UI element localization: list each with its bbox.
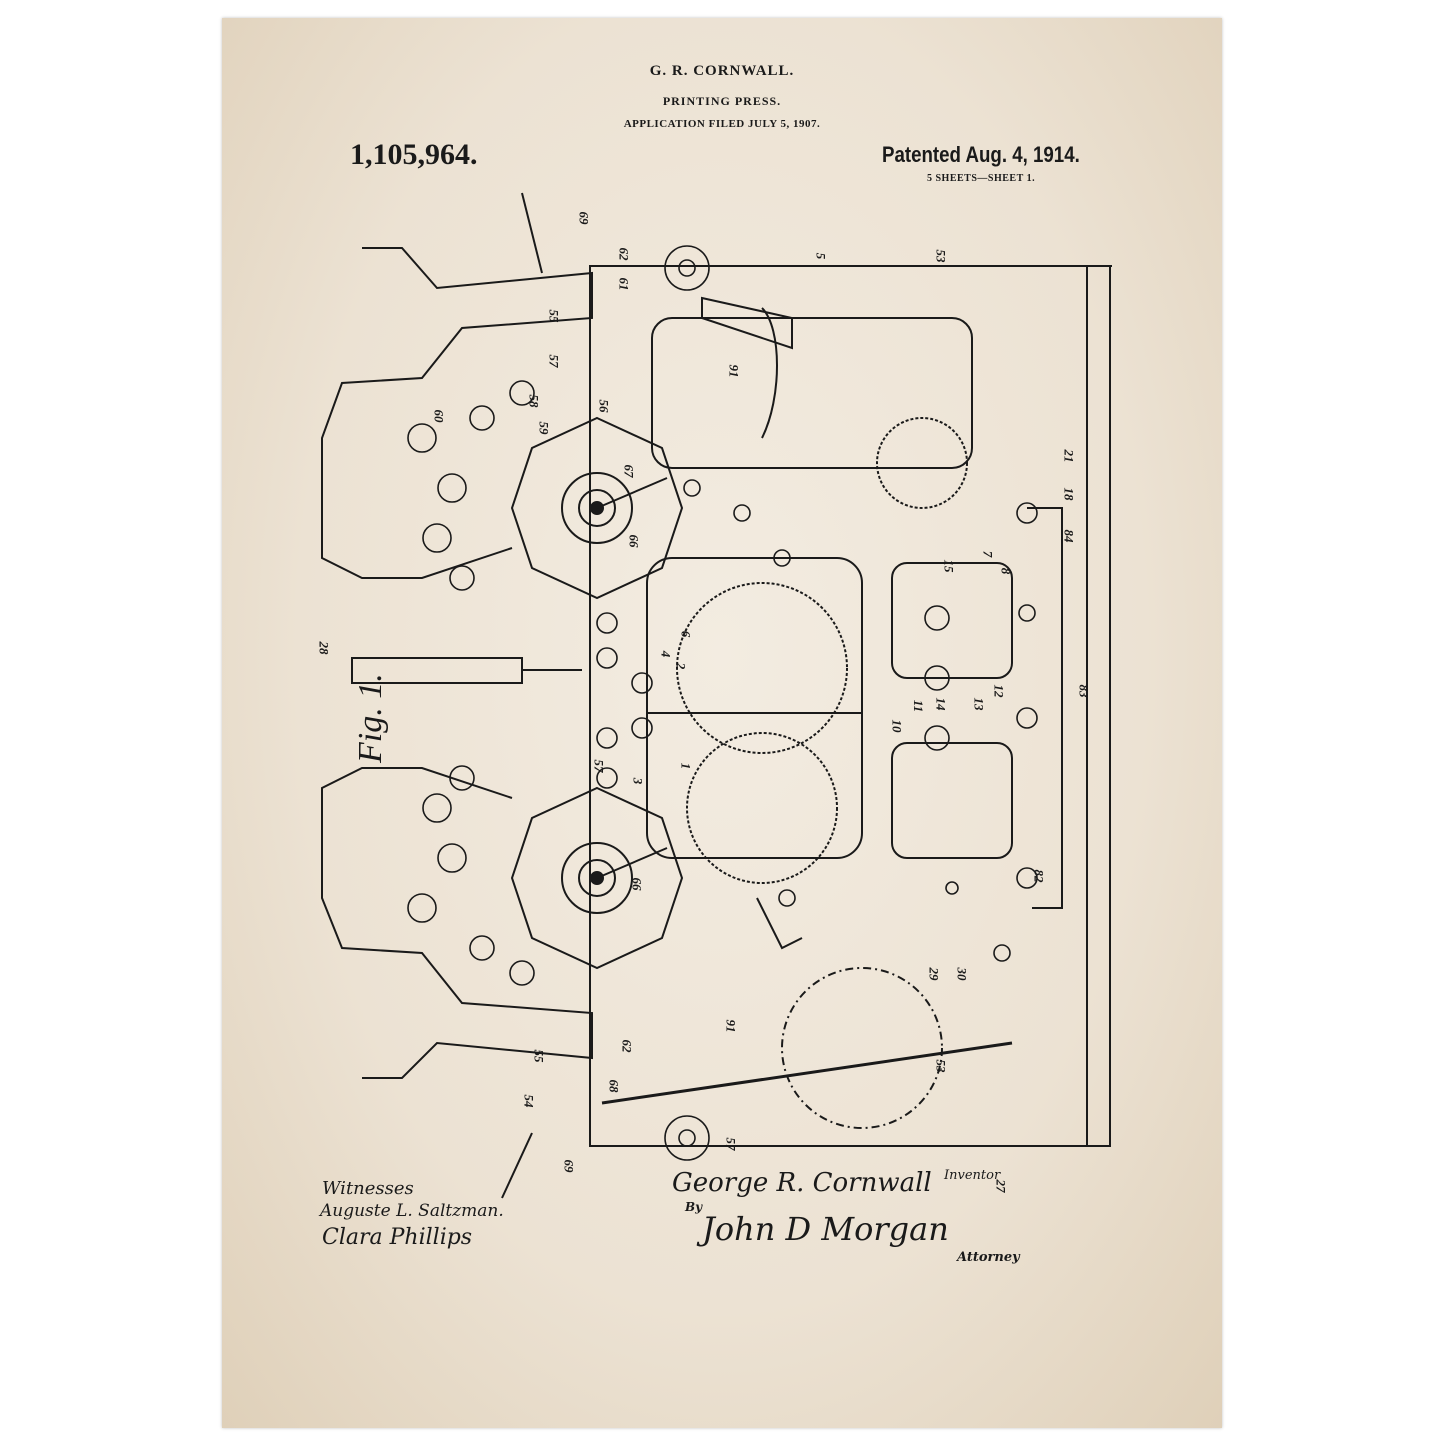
witness-signature-2: Clara Phillips xyxy=(322,1225,473,1250)
right-window-bottom xyxy=(891,742,1013,859)
patented-date: Patented Aug. 4, 1914. xyxy=(882,142,1080,167)
gear-lower xyxy=(686,732,838,884)
ref-number: 83 xyxy=(1076,684,1092,698)
flywheel-outline xyxy=(781,967,943,1129)
ref-number: 54 xyxy=(521,1094,537,1108)
ref-number: 5 xyxy=(813,252,829,260)
upper-housing xyxy=(321,247,593,579)
sheet-count: 5 SHEETS—SHEET 1. xyxy=(927,173,1036,184)
main-frame xyxy=(589,265,1111,1147)
ref-number: 53 xyxy=(933,249,949,263)
attorney-signature: John D Morgan xyxy=(702,1210,949,1248)
ref-number: 55 xyxy=(546,309,562,323)
ref-number: 6 xyxy=(678,630,694,638)
ref-number: 82 xyxy=(1031,869,1047,883)
ref-number: 13 xyxy=(971,697,987,711)
ref-number: 7 xyxy=(980,550,996,558)
ref-number: 57 xyxy=(546,354,562,368)
ref-number: 68 xyxy=(606,1079,622,1093)
ref-number: 57 xyxy=(723,1137,739,1151)
ref-number: 62 xyxy=(619,1039,635,1053)
ref-number: 15 xyxy=(941,559,957,573)
ref-number: 11 xyxy=(911,699,927,713)
ref-number: 59 xyxy=(536,421,552,435)
ref-number: 3 xyxy=(630,777,646,785)
ref-number: 60 xyxy=(431,409,447,423)
ref-number: 14 xyxy=(933,697,949,711)
ref-number: 84 xyxy=(1061,529,1077,543)
patent-sheet: G. R. CORNWALL. PRINTING PRESS. APPLICAT… xyxy=(222,18,1222,1428)
ref-number: 53 xyxy=(933,1059,949,1073)
ref-number: 1 xyxy=(678,762,694,770)
ref-number: 56 xyxy=(596,399,612,413)
ref-number: 10 xyxy=(889,719,905,733)
ref-number: 69 xyxy=(561,1159,577,1173)
ref-number: 69 xyxy=(576,211,592,225)
ref-number: 12 xyxy=(991,684,1007,698)
ref-number: 57 xyxy=(591,759,607,773)
ref-number: 2 xyxy=(673,662,689,670)
right-window-top xyxy=(891,562,1013,679)
inventor-signature: George R. Cornwall xyxy=(672,1168,932,1198)
ref-number: 8 xyxy=(998,567,1014,575)
ref-number: 21 xyxy=(1061,449,1077,463)
side-rod xyxy=(1027,507,1063,909)
ref-number: 18 xyxy=(1061,487,1077,501)
upper-cylinder xyxy=(510,416,684,600)
ref-number: 30 xyxy=(954,967,970,981)
attorney-label: Attorney xyxy=(957,1250,1020,1265)
ref-number: 55 xyxy=(531,1049,547,1063)
ref-number: 4 xyxy=(658,650,674,658)
center-window xyxy=(646,557,863,859)
by-label: By xyxy=(685,1200,703,1214)
ref-number: 58 xyxy=(526,394,542,408)
ref-number: 61 xyxy=(616,277,632,291)
ref-number: 29 xyxy=(926,967,942,981)
gear-upper xyxy=(676,582,848,754)
ref-number: 66 xyxy=(626,534,642,548)
printing-press-drawing xyxy=(321,192,1112,1199)
ref-number: 91 xyxy=(726,364,742,378)
patent-number: 1,105,964. xyxy=(350,138,478,171)
ref-number: 66 xyxy=(629,877,645,891)
ref-number: 67 xyxy=(621,464,637,478)
inventor-label: Inventor xyxy=(944,1168,1001,1183)
piston-rod xyxy=(351,657,523,684)
patent-title: PRINTING PRESS. xyxy=(662,94,782,108)
witness-signature-1: Auguste L. Saltzman. xyxy=(320,1201,504,1221)
drive-rod xyxy=(601,1041,1013,1105)
figure-label: Fig. 1. xyxy=(352,673,389,763)
lower-housing xyxy=(321,767,593,1079)
ref-number: 28 xyxy=(316,641,332,655)
rollers xyxy=(407,245,1038,1161)
filing-date: APPLICATION FILED JULY 5, 1907. xyxy=(623,118,821,130)
ref-number: 62 xyxy=(616,247,632,261)
upper-mechanism xyxy=(651,317,973,469)
ref-number: 91 xyxy=(723,1019,739,1033)
inventor-name: G. R. CORNWALL. xyxy=(649,63,795,79)
witnesses-label: Witnesses xyxy=(322,1178,414,1199)
lower-cylinder xyxy=(510,786,684,970)
